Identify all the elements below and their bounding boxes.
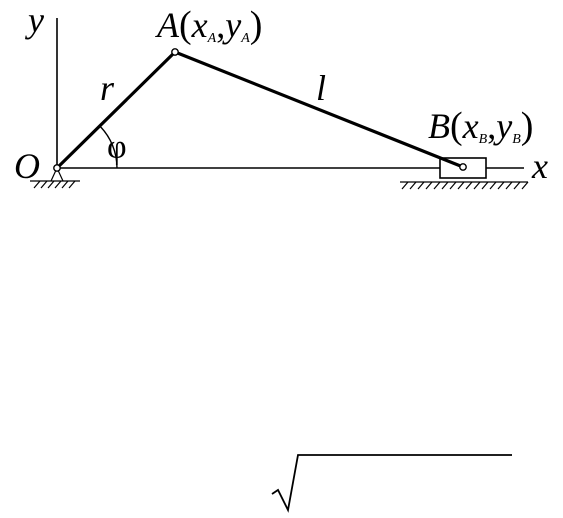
- rod-length-label: l: [316, 68, 326, 108]
- joint-o: [53, 164, 61, 172]
- joint-b: [459, 163, 467, 171]
- crank-oa: [55, 50, 177, 170]
- connecting-rod-ab: [173, 50, 465, 169]
- point-b-label: B(xB,yB): [428, 105, 533, 147]
- slider-ground-hatch: [400, 181, 529, 190]
- angle-label: φ: [107, 129, 127, 166]
- origin-ground-hatch: [30, 180, 80, 189]
- x-axis-label: x: [531, 146, 548, 186]
- crank-length-label: r: [100, 68, 115, 108]
- angle-arc: [98, 125, 118, 169]
- y-axis-label: y: [25, 0, 44, 40]
- joint-a: [171, 48, 179, 56]
- radical-sign: [271, 454, 512, 513]
- origin-label: O: [14, 146, 40, 186]
- point-a-label: A(xA,yA): [155, 4, 262, 46]
